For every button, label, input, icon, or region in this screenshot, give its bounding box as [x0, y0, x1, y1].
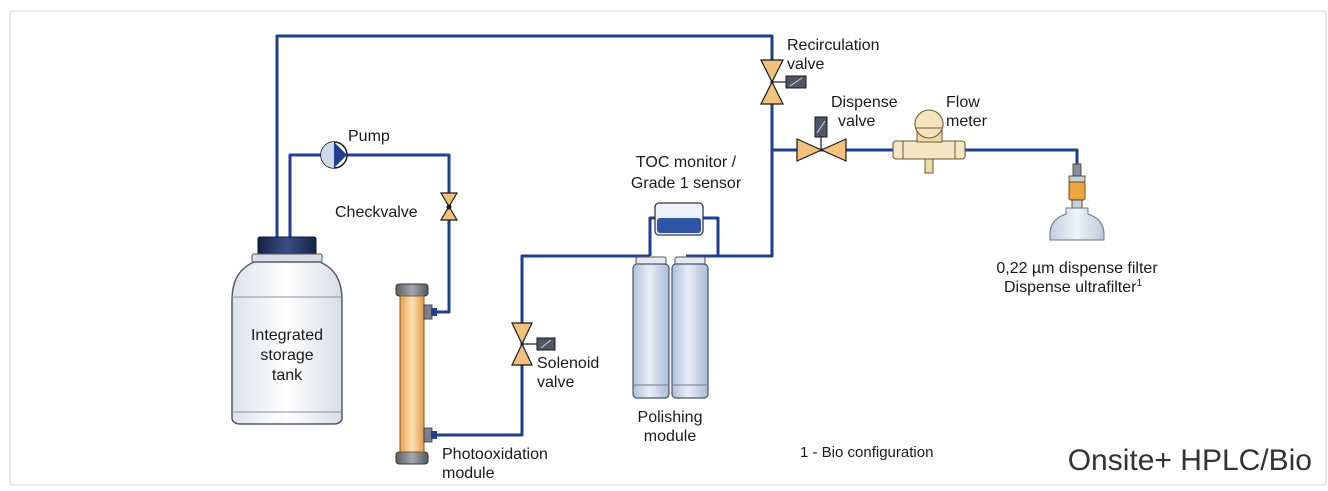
polishing-label-2: module	[644, 428, 697, 445]
storage-tank-label-2: storage	[260, 347, 313, 364]
recirculation-valve-icon	[760, 59, 807, 105]
dispense-valve-icon	[796, 116, 847, 162]
toc-label-1: TOC monitor /	[636, 154, 737, 171]
flow-meter-label-1: Flow	[946, 94, 980, 111]
checkvalve-icon	[439, 192, 459, 221]
dispense-valve-label-2: valve	[838, 113, 875, 130]
filter-label-2: Dispense ultrafilter1	[1004, 278, 1143, 296]
flow-meter-icon	[892, 109, 966, 174]
diagram-frame	[9, 10, 1327, 486]
footnote-bio-configuration: 1 - Bio configuration	[800, 444, 933, 461]
filter-label-1: 0,22 µm dispense filter	[996, 260, 1158, 277]
checkvalve-label: Checkvalve	[335, 204, 418, 221]
solenoid-valve-icon	[511, 322, 556, 366]
dispense-filter-icon	[1049, 163, 1105, 241]
solenoid-label-2: valve	[537, 374, 574, 391]
photooxidation-module	[395, 283, 437, 465]
polishing-module	[632, 256, 709, 399]
storage-tank: Integrated storage tank	[231, 236, 343, 425]
pump-icon	[320, 141, 348, 169]
pump-label: Pump	[348, 128, 390, 145]
diagram-title: Onsite+ HPLC/Bio	[1068, 444, 1312, 477]
pipe-pump-loop	[288, 153, 451, 314]
pipe-recirculation	[275, 34, 774, 258]
pipe-network	[275, 34, 1079, 437]
storage-tank-label-1: Integrated	[251, 327, 323, 344]
pipe-toc-out	[703, 216, 720, 256]
storage-tank-label-3: tank	[272, 367, 303, 384]
toc-label-2: Grade 1 sensor	[631, 175, 742, 192]
flow-meter-label-2: meter	[946, 113, 988, 130]
photooxidation-label-1: Photooxidation	[442, 446, 548, 463]
polishing-label-1: Polishing	[638, 409, 703, 426]
pipe-toc-in	[648, 216, 655, 256]
photooxidation-label-2: module	[442, 465, 495, 482]
solenoid-label-1: Solenoid	[537, 355, 599, 372]
pipe-to-filter	[965, 148, 1079, 165]
recirculation-label-1: Recirculation	[787, 37, 879, 54]
recirculation-label-2: valve	[787, 56, 824, 73]
dispense-valve-label-1: Dispense	[831, 94, 898, 111]
toc-monitor-sensor	[654, 202, 704, 236]
